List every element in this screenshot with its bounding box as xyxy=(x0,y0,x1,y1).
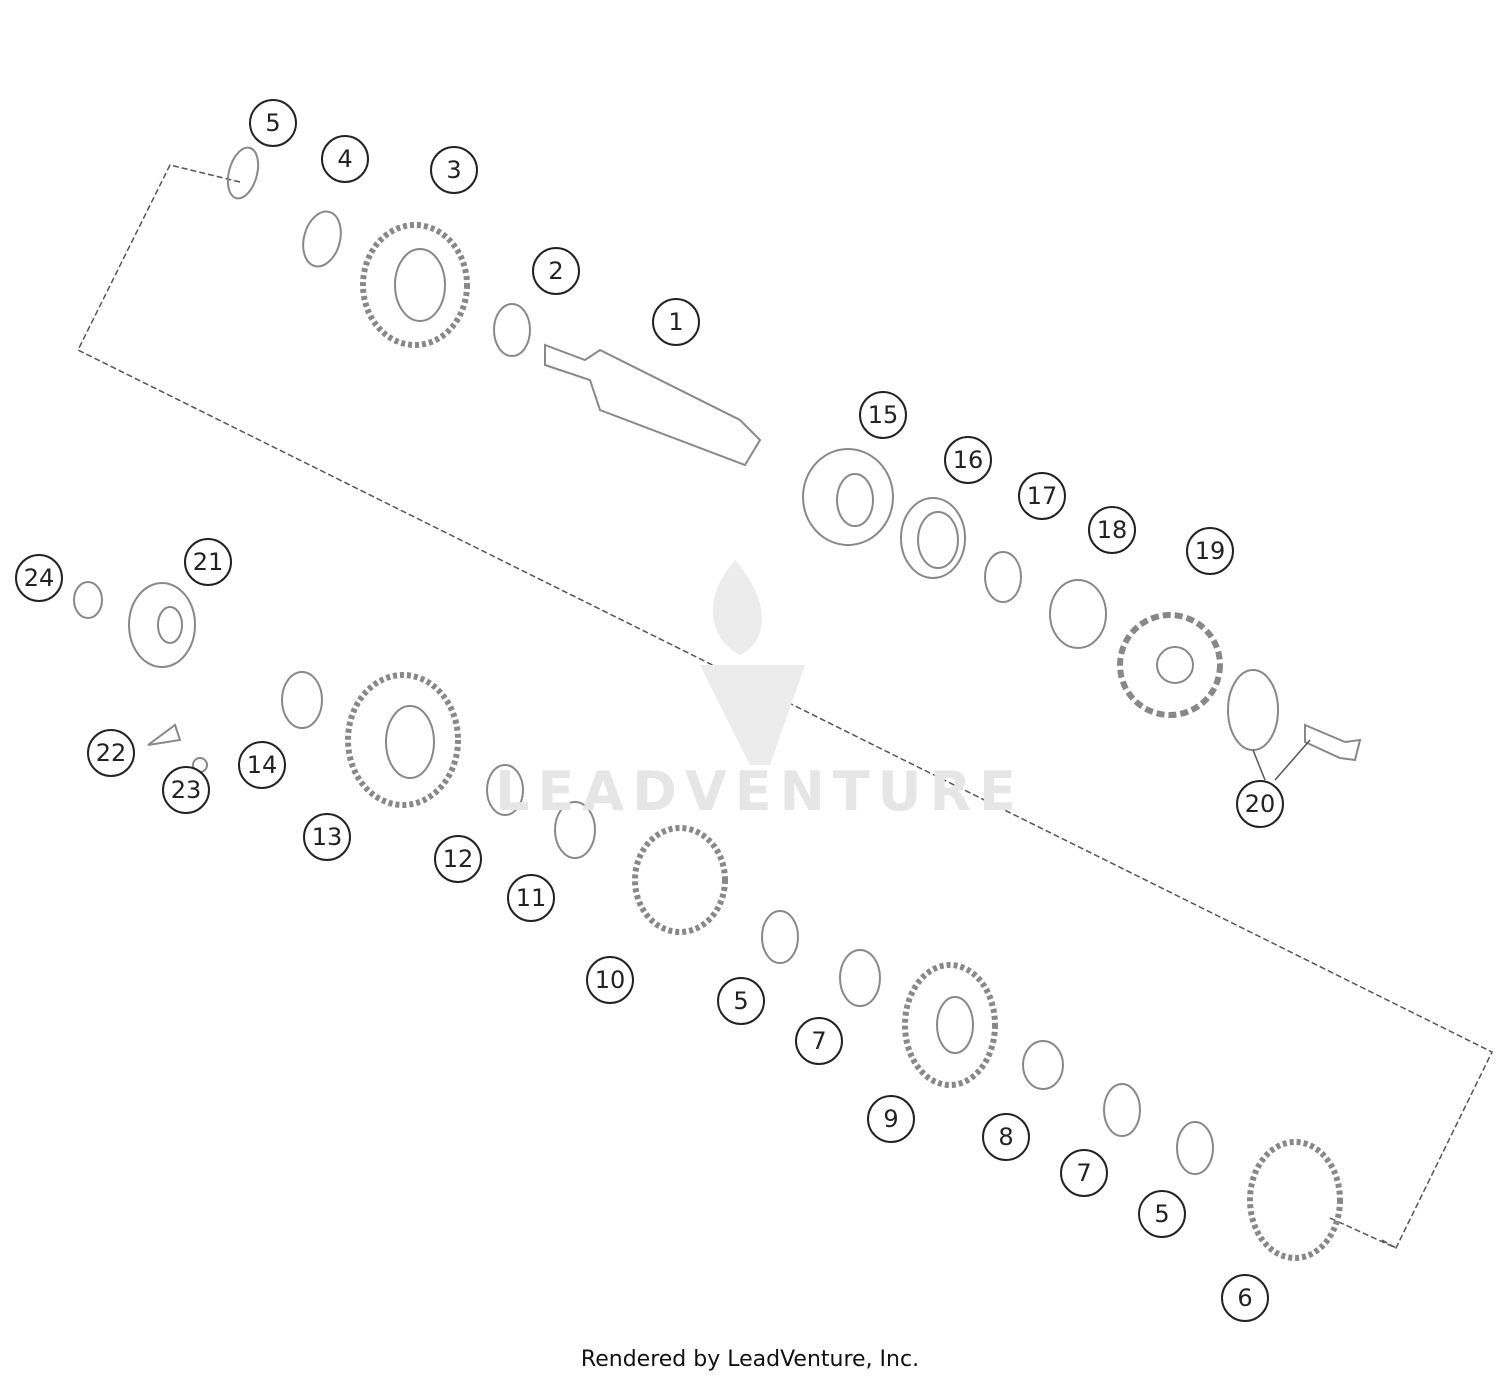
callout-part-7[interactable]: 7 xyxy=(1060,1149,1108,1197)
callout-part-13[interactable]: 13 xyxy=(303,813,351,861)
callout-part-11[interactable]: 11 xyxy=(507,874,555,922)
callout-part-24[interactable]: 24 xyxy=(15,554,63,602)
part-22-lever xyxy=(147,723,182,746)
callout-part-4[interactable]: 4 xyxy=(321,135,369,183)
watermark-text: LEADVENTURE xyxy=(495,760,1024,823)
callout-part-3[interactable]: 3 xyxy=(430,146,478,194)
callout-part-9[interactable]: 9 xyxy=(867,1095,915,1143)
part-14-washer xyxy=(281,671,323,729)
callout-part-1[interactable]: 1 xyxy=(652,298,700,346)
callout-part-20[interactable]: 20 xyxy=(1236,780,1284,828)
part-3-gear xyxy=(360,222,470,348)
part-6-gear xyxy=(1247,1139,1343,1261)
callout-part-12[interactable]: 12 xyxy=(434,835,482,883)
callout-part-5[interactable]: 5 xyxy=(1138,1190,1186,1238)
callout-part-14[interactable]: 14 xyxy=(238,741,286,789)
callout-part-2[interactable]: 2 xyxy=(532,247,580,295)
part-7-washer xyxy=(839,949,881,1007)
part-7-washer-2 xyxy=(1103,1083,1141,1137)
part-20-washer xyxy=(1227,669,1279,751)
callout-part-8[interactable]: 8 xyxy=(982,1113,1030,1161)
part-24-circlip xyxy=(73,581,103,619)
part-10-gear xyxy=(632,825,728,935)
part-4-washer xyxy=(302,210,342,268)
part-1-shaft xyxy=(544,343,762,467)
callout-part-7[interactable]: 7 xyxy=(795,1017,843,1065)
footer-credit: Rendered by LeadVenture, Inc. xyxy=(580,1347,920,1372)
callout-part-19[interactable]: 19 xyxy=(1186,527,1234,575)
callout-part-23[interactable]: 23 xyxy=(162,766,210,814)
callout-part-5[interactable]: 5 xyxy=(249,99,297,147)
callout-part-10[interactable]: 10 xyxy=(586,956,634,1004)
part-8-bearing xyxy=(1022,1040,1064,1090)
callout-part-15[interactable]: 15 xyxy=(859,391,907,439)
part-5-ring xyxy=(761,910,799,964)
callout-part-16[interactable]: 16 xyxy=(944,436,992,484)
callout-part-6[interactable]: 6 xyxy=(1221,1274,1269,1322)
part-11-washer xyxy=(554,801,596,859)
part-21-bearing xyxy=(128,582,196,668)
callout-part-5[interactable]: 5 xyxy=(717,977,765,1025)
part-19-sprocket xyxy=(1117,612,1223,718)
part-9-gear xyxy=(902,962,998,1088)
part-12-bushing xyxy=(486,764,524,816)
callout-part-22[interactable]: 22 xyxy=(87,729,135,777)
part-5-ring-2 xyxy=(1176,1121,1214,1175)
watermark-logo-icon xyxy=(700,560,805,765)
callout-part-21[interactable]: 21 xyxy=(184,538,232,586)
part-15-bearing xyxy=(802,448,894,546)
callout-part-17[interactable]: 17 xyxy=(1018,472,1066,520)
part-20-bolt xyxy=(1304,723,1362,762)
part-18-spacer xyxy=(1049,579,1107,649)
part-5-washer xyxy=(226,146,260,200)
callout-part-18[interactable]: 18 xyxy=(1088,506,1136,554)
part-16-seal xyxy=(900,497,966,579)
part-17-ring xyxy=(984,551,1022,603)
part-13-gear xyxy=(345,672,461,808)
part-2-bushing xyxy=(493,303,531,357)
